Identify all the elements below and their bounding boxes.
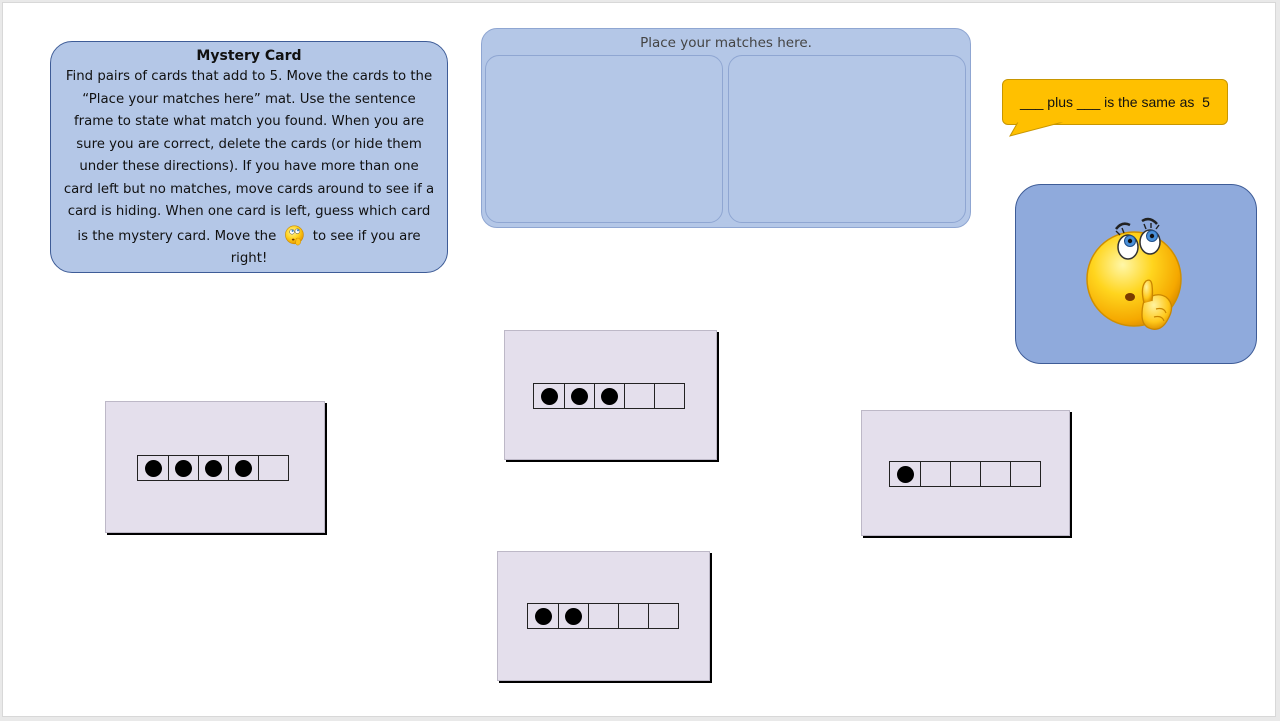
counter-dot (175, 459, 192, 477)
frame-cell (558, 604, 588, 628)
matches-mat[interactable]: Place your matches here. (481, 28, 971, 228)
frame-cell (534, 384, 564, 408)
frame-cell (168, 456, 198, 480)
counter-dot (235, 459, 252, 477)
match-slot-left[interactable] (485, 55, 723, 223)
frame-cell (198, 456, 228, 480)
frame-cell (890, 462, 920, 486)
directions-text-part-1: Find pairs of cards that add to 5. Move … (63, 69, 435, 244)
five-frame (889, 461, 1041, 487)
counter-dot (540, 387, 558, 405)
frame-cell (138, 456, 168, 480)
counter-dot (601, 387, 618, 405)
five-frame (533, 383, 685, 409)
ten-frame-card[interactable] (105, 401, 325, 533)
counter-dot (565, 607, 582, 625)
frame-cell (624, 384, 654, 408)
directions-text-part-2: to see if you are right! (230, 228, 421, 267)
directions-box[interactable]: Mystery Card Find pairs of cards that ad… (50, 41, 448, 273)
ten-frame-card[interactable] (504, 330, 717, 460)
frame-cell (980, 462, 1010, 486)
counter-dot (144, 459, 162, 477)
speech-bubble-tail (1008, 122, 1064, 137)
frame-cell (228, 456, 258, 480)
counter-dot (534, 607, 552, 625)
match-slot-right[interactable] (728, 55, 966, 223)
directions-text: Find pairs of cards that add to 5. Move … (63, 66, 435, 271)
frame-cell (950, 462, 980, 486)
counter-dot (896, 465, 914, 483)
frame-cell (920, 462, 950, 486)
frame-cell (528, 604, 558, 628)
sentence-frame-bubble[interactable]: ___ plus ___ is the same as 5 (1002, 79, 1228, 125)
ten-frame-card[interactable] (497, 551, 710, 681)
frame-cell (1010, 462, 1040, 486)
ten-frame-card[interactable] (861, 410, 1070, 536)
mystery-card-cover[interactable] (1015, 184, 1257, 364)
thinking-emoji-icon (284, 225, 304, 245)
five-frame (137, 455, 289, 481)
frame-cell (594, 384, 624, 408)
frame-cell (654, 384, 684, 408)
counter-dot (205, 459, 222, 477)
five-frame (527, 603, 679, 629)
matches-mat-label: Place your matches here. (640, 35, 812, 51)
frame-cell (258, 456, 288, 480)
frame-cell (588, 604, 618, 628)
thinking-emoji-icon (1086, 217, 1182, 330)
frame-cell (648, 604, 678, 628)
frame-cell (564, 384, 594, 408)
frame-cell (618, 604, 648, 628)
directions-title: Mystery Card (196, 48, 302, 64)
counter-dot (571, 387, 588, 405)
